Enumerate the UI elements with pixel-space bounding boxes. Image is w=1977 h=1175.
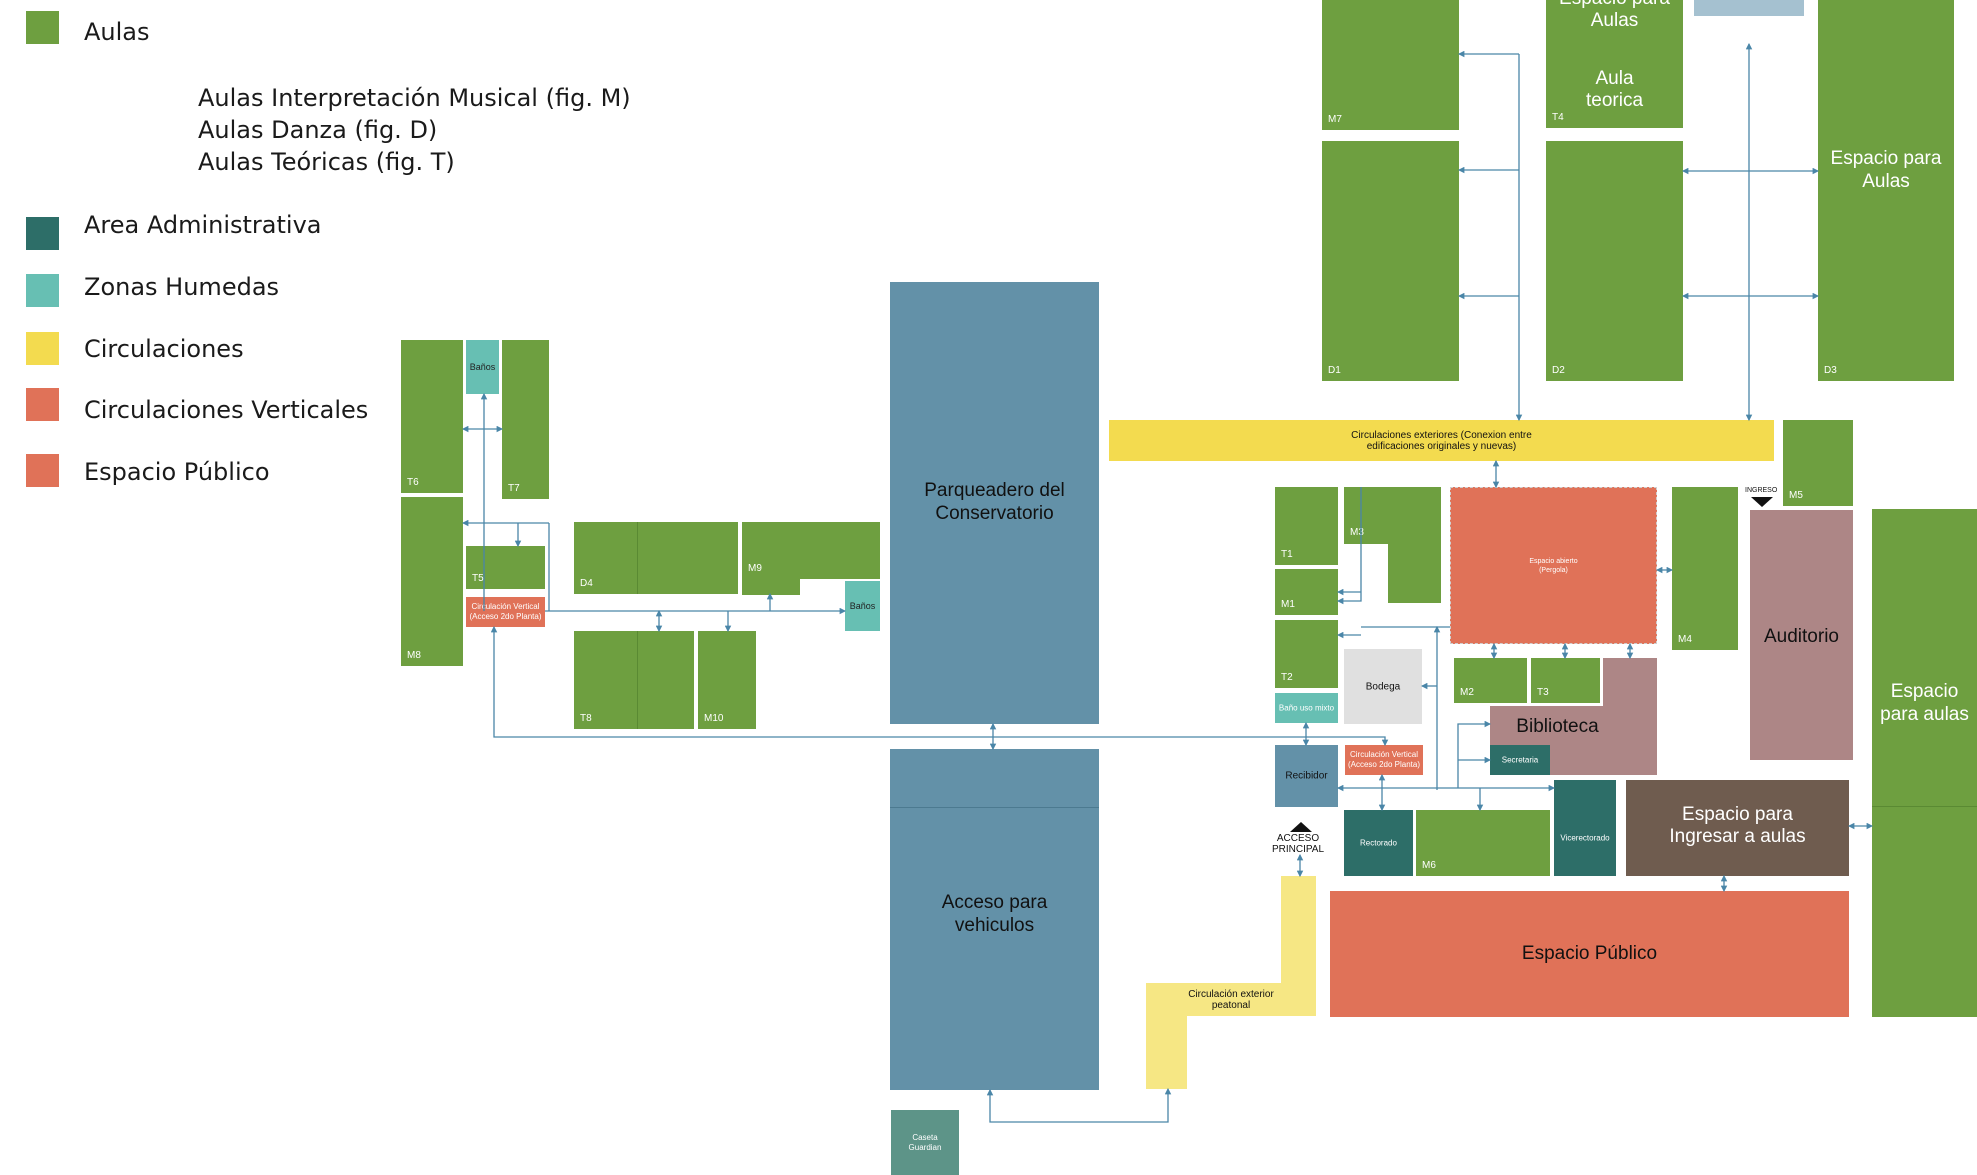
top-blue-block [1694,0,1804,16]
room-m1: M1 [1275,569,1338,615]
biblioteca-upper [1603,658,1657,708]
legend-swatch-admin [26,217,59,250]
rectorado: Rectorado [1344,810,1413,876]
biblioteca: Biblioteca [1490,706,1657,775]
legend-aulas-musical: Aulas Interpretación Musical (fig. M) [198,84,631,112]
room-m6: M6 [1416,810,1550,876]
room-esp-aulas-right-label: Espacio para Aulas [1830,148,1942,192]
legend-label-circulaciones: Circulaciones [84,335,244,363]
caseta-guardian: Caseta Guardian [891,1110,959,1175]
room-t1: T1 [1275,487,1338,565]
room-m5: M5 [1783,420,1853,506]
legend-aulas-danza: Aulas Danza (fig. D) [198,116,438,144]
legend-swatch-publico [26,454,59,487]
espacio-abierto-pergola: Espacio abierto (Pergola) [1450,487,1657,644]
room-d2: D2 [1546,141,1683,381]
room-m4: M4 [1672,487,1738,650]
circulaciones-exteriores: Circulaciones exteriores (Conexion entre… [1109,420,1774,461]
circ-peatonal-lower [1146,1014,1187,1089]
room-d1: D1 [1322,141,1459,381]
room-m9: M9 [742,522,880,579]
legend-label-humedas: Zonas Humedas [84,273,280,301]
room-d4: D4 [574,522,738,594]
room-t6: T6 [401,340,463,493]
legend-swatch-circ-vert [26,388,59,421]
espacio-ingresar-aulas: Espacio para Ingresar a aulas [1626,780,1849,876]
room-t4-top-label: Espacio para Aulas [1559,0,1670,31]
acceso-principal-arrow-icon [1290,822,1312,832]
room-m7: M7 [1322,0,1459,130]
ingreso-arrow-icon [1751,497,1773,507]
acceso-principal-label: ACCESO PRINCIPAL [1271,833,1325,855]
legend-aulas-teoricas: Aulas Teóricas (fig. T) [198,148,455,176]
room-m2: M2 [1454,658,1527,703]
room-m3: M3 [1344,487,1441,604]
room-t7: T7 [502,340,549,499]
circ-vertical-left: Circulación Vertical (Acceso 2do Planta) [466,597,545,627]
legend-label-admin: Area Administrativa [84,211,322,239]
banos-left: Baños [466,340,499,394]
circ-vertical-right: Circulación Vertical (Acceso 2do Planta) [1345,745,1423,775]
room-m9-lower [742,575,800,595]
legend-swatch-aulas [26,11,59,44]
auditorio: Auditorio [1750,510,1853,760]
espacio-para-aulas-far: Espacio para aulas [1872,509,1977,1017]
legend-label-circ-vert: Circulaciones Verticales [84,396,369,424]
room-t4: T4 Aula teorica Espacio para Aulas [1546,0,1683,128]
ingreso-label: INGRESO [1745,487,1778,494]
legend-swatch-circulaciones [26,332,59,365]
circ-peatonal-horizontal: Circulación exterior peatonal [1146,983,1316,1016]
legend-label-aulas: Aulas [84,18,150,46]
legend-label-publico: Espacio Público [84,458,270,486]
banos-mid: Baños [845,581,880,631]
legend-swatch-humedas [26,274,59,307]
espacio-publico: Espacio Público [1330,891,1849,1017]
recibidor: Recibidor [1275,745,1338,807]
room-t4-label: Aula teorica [1585,68,1644,111]
room-t3: T3 [1531,658,1600,703]
acceso-vehiculos: Acceso para vehiculos [890,749,1099,1090]
vicerrectorado: Vicerectorado [1554,780,1616,876]
room-m8: M8 [401,497,463,666]
room-t5: T5 [466,546,545,589]
room-esp-aulas-right: D3 Espacio para Aulas [1818,0,1954,381]
secretaria: Secretaria [1490,745,1550,775]
